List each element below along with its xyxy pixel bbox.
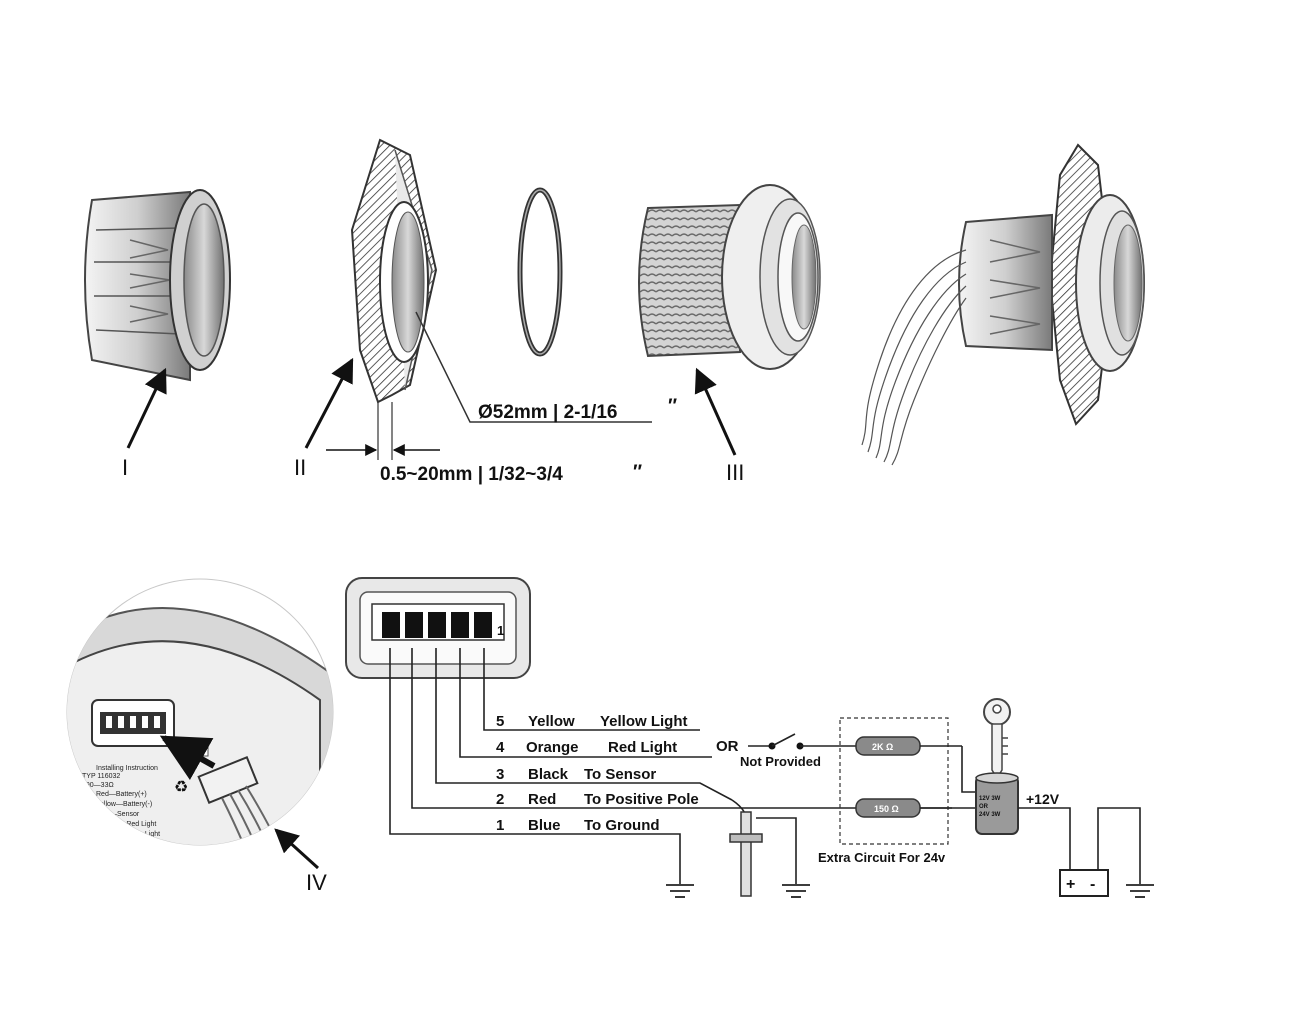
ignition-key-icon xyxy=(983,698,1011,780)
recycle-icon: ♻ xyxy=(174,779,188,796)
arrow-part-ii xyxy=(304,357,354,449)
not-provided-label: Not Provided xyxy=(740,754,821,769)
connector-pins xyxy=(382,612,492,638)
svg-text:To Ground: To Ground xyxy=(584,817,660,834)
svg-text:Yellow: Yellow xyxy=(528,713,575,730)
pin-row-4: 4 Orange Red Light xyxy=(496,739,677,756)
svg-text:Red Light: Red Light xyxy=(608,739,677,756)
svg-text:5: 5 xyxy=(496,713,504,730)
svg-text:TYP 116032: TYP 116032 xyxy=(82,773,120,780)
thickness-inch-mark: ″ xyxy=(633,462,642,483)
arrow-part-iv xyxy=(274,828,320,870)
svg-text:150 Ω: 150 Ω xyxy=(874,804,899,814)
label-part-iii: III xyxy=(726,460,744,485)
svg-text:Black: Black xyxy=(528,766,569,783)
sensor-probe xyxy=(729,799,797,897)
svg-text:Red—Battery(+): Red—Battery(+) xyxy=(96,791,147,798)
relay-component: 12V 3W OR 24V 3W xyxy=(975,772,1019,835)
pin-legend: 5 Yellow Yellow Light 4 Orange Red Light… xyxy=(496,713,699,834)
thickness-dimension: 0.5~20mm | 1/32~3/4 xyxy=(380,464,563,485)
svg-text:Orange: Orange xyxy=(526,739,579,756)
svg-text:190—33Ω: 190—33Ω xyxy=(82,782,114,789)
svg-text:To Sensor: To Sensor xyxy=(584,766,656,783)
extra-circuit-24v: 2K Ω 150 Ω Extra Circuit For 24v xyxy=(818,717,976,865)
pin-row-2: 2 Red To Positive Pole xyxy=(496,791,699,808)
svg-text:12V 3W: 12V 3W xyxy=(979,796,1001,802)
optional-switch: OR Not Provided xyxy=(716,733,856,769)
extra-circuit-label: Extra Circuit For 24v xyxy=(818,850,946,865)
ground-symbol-3 xyxy=(1126,884,1154,898)
supply-12v-label: +12V xyxy=(1026,791,1060,807)
svg-text:Blue: Blue xyxy=(528,817,561,834)
svg-text:Blue—Sensor: Blue—Sensor xyxy=(96,811,140,818)
svg-text:4: 4 xyxy=(496,739,505,756)
part-iii-gauge-body: III xyxy=(638,184,821,485)
svg-text:+: + xyxy=(1066,876,1075,893)
power-supply xyxy=(1018,807,1141,884)
arrow-part-i xyxy=(126,367,167,449)
arrow-part-iii xyxy=(694,367,737,456)
svg-text:To Positive Pole: To Positive Pole xyxy=(584,791,699,808)
part-i-nut: I xyxy=(84,189,231,480)
assembled-view xyxy=(861,143,1145,466)
svg-text:Yellow Light: Yellow Light xyxy=(600,713,688,730)
diameter-inch-mark: ″ xyxy=(668,396,677,417)
svg-text:24V 3W: 24V 3W xyxy=(979,812,1001,818)
svg-text:OR: OR xyxy=(716,738,739,755)
battery-icon: + - xyxy=(1059,869,1109,897)
part-ii-panel: II 0.5~20mm | 1/32~3/4 ″ Ø52mm | 2-1/16 … xyxy=(294,138,677,485)
pin-row-5: 5 Yellow Yellow Light xyxy=(496,713,688,730)
inset-plug xyxy=(197,755,287,845)
svg-text:Red: Red xyxy=(528,791,556,808)
svg-text:3: 3 xyxy=(496,766,504,783)
diameter-dimension: Ø52mm | 2-1/16 xyxy=(478,402,617,423)
o-ring xyxy=(517,187,563,357)
inset-back-view: TYP 116032 190—33Ω Installing Instructio… xyxy=(66,578,334,895)
label-part-ii: II xyxy=(294,455,306,480)
resistor-150: 150 Ω xyxy=(855,798,921,818)
label-part-iv: IV xyxy=(306,870,327,895)
ground-symbol-2 xyxy=(782,884,810,898)
resistor-2k: 2K Ω xyxy=(855,736,921,756)
svg-text:1: 1 xyxy=(496,817,504,834)
pin-one-marker: 1 xyxy=(497,623,504,638)
wire-runs xyxy=(389,648,952,884)
svg-text:Yellow—Yellow Light: Yellow—Yellow Light xyxy=(96,831,160,838)
svg-text:OR: OR xyxy=(979,804,989,810)
svg-text:Orange—Red Light: Orange—Red Light xyxy=(96,821,156,828)
pin-row-1: 1 Blue To Ground xyxy=(496,817,660,834)
svg-text:2: 2 xyxy=(496,791,504,808)
connector: 1 xyxy=(345,577,531,679)
ground-symbol-1 xyxy=(666,884,694,898)
svg-text:Installing Instruction: Installing Instruction xyxy=(96,765,158,772)
label-part-i: I xyxy=(122,455,128,480)
pin-row-3: 3 Black To Sensor xyxy=(496,766,656,783)
svg-text:2K Ω: 2K Ω xyxy=(872,742,893,752)
svg-text:Yellow—Battery(-): Yellow—Battery(-) xyxy=(96,801,152,808)
svg-text:-: - xyxy=(1090,876,1095,893)
